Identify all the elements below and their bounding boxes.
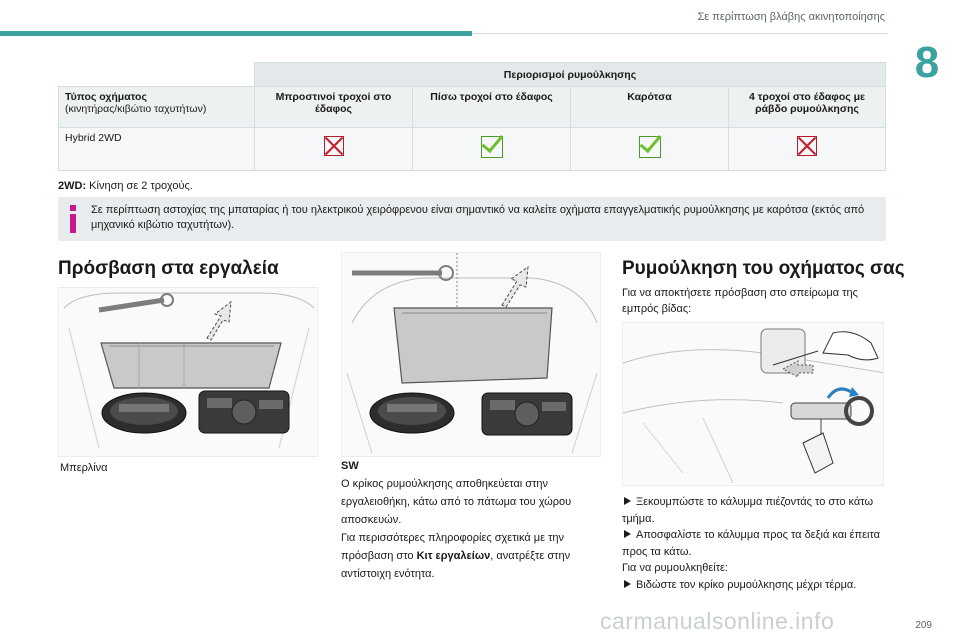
- tow-eye-illustration: [622, 322, 884, 486]
- sw-boot-illustration: [341, 252, 601, 457]
- column-header-front-wheels: Μπροστινοί τροχοί στο έδαφος: [254, 86, 413, 128]
- sw-description: SW Ο κρίκος ρυμούλκησης αποθηκεύεται στη…: [341, 457, 591, 583]
- info-text: Σε περίπτωση αστοχίας της μπαταρίας ή το…: [91, 204, 865, 231]
- table-group-header: Περιορισμοί ρυμούλκησης: [254, 62, 886, 87]
- towing-restrictions-table: Περιορισμοί ρυμούλκησης Τύπος οχήματος (…: [58, 62, 886, 171]
- chapter-tab: 8: [894, 33, 960, 93]
- towing-note: Για να ρυμουλκηθείτε:: [622, 562, 728, 574]
- column-header-flatbed: Καρότσα: [570, 86, 729, 128]
- table-row: Hybrid 2WD: [58, 127, 886, 171]
- running-header: Σε περίπτωση βλάβης ακινητοποίησης: [697, 11, 886, 23]
- sw-text: Ο κρίκος ρυμούλκησης αποθηκεύεται στην ε…: [341, 478, 572, 526]
- check-icon: [480, 136, 503, 158]
- check-icon: [638, 136, 661, 158]
- header-rule: [472, 33, 888, 34]
- step-item: Βιδώστε τον κρίκο ρυμούλκησης μέχρι τέρμ…: [622, 577, 884, 594]
- arrow-right-icon: [624, 530, 631, 538]
- x-icon: [323, 136, 344, 156]
- step-text: Βιδώστε τον κρίκο ρυμούλκησης μέχρι τέρμ…: [636, 578, 857, 591]
- section-title-tools: Πρόσβαση στα εργαλεία: [58, 258, 279, 279]
- header-accent-bar: [0, 31, 472, 36]
- vehicle-type-cell: Hybrid 2WD: [58, 127, 255, 171]
- table-cell: [254, 127, 413, 171]
- info-icon: [68, 205, 78, 233]
- sw-more-info: Για περισσότερες πληροφορίες σχετικά με …: [341, 532, 565, 562]
- sedan-boot-illustration: [58, 287, 318, 457]
- table-cell: [412, 127, 571, 171]
- column-header-rear-wheels: Πίσω τροχοί στο έδαφος: [412, 86, 571, 128]
- footnote: 2WD: Κίνηση σε 2 τροχούς.: [58, 180, 193, 192]
- step-text: Αποσφαλίστε το κάλυμμα προς τα δεξιά και…: [622, 529, 880, 558]
- watermark: carmanualsonline.info: [600, 608, 835, 634]
- step-item: Ξεκουμπώστε το κάλυμμα πιέζοντάς το στο …: [622, 494, 884, 527]
- table-corner-cell: [58, 62, 255, 87]
- section-title-towing: Ρυμούλκηση του οχήματος σας: [622, 258, 905, 279]
- table-cell: [728, 127, 886, 171]
- page-number: 209: [915, 620, 932, 631]
- arrow-right-icon: [624, 579, 631, 588]
- towing-intro: Για να αποκτήσετε πρόσβαση στο σπείρωμα …: [622, 287, 858, 315]
- arrow-right-icon: [624, 497, 631, 505]
- sw-more-info-end: , ανατρέξτε στην αντίστοιχη ενότητα.: [341, 550, 571, 580]
- footnote-text: Κίνηση σε 2 τροχούς.: [86, 180, 193, 192]
- table-cell: [570, 127, 729, 171]
- vehicle-type-label: Τύπος οχήματος: [65, 91, 147, 103]
- vehicle-type-sublabel: (κινητήρας/κιβώτιο ταχυτήτων): [65, 103, 207, 115]
- vehicle-type-header: Τύπος οχήματος (κινητήρας/κιβώτιο ταχυτή…: [58, 86, 255, 128]
- caption-sedan: Μπερλίνα: [60, 462, 108, 474]
- x-icon: [797, 136, 817, 156]
- step-item: Αποσφαλίστε το κάλυμμα προς τα δεξιά και…: [622, 527, 884, 560]
- info-box: Σε περίπτωση αστοχίας της μπαταρίας ή το…: [58, 197, 886, 241]
- sw-title: SW: [341, 460, 359, 472]
- chapter-number: 8: [914, 38, 940, 87]
- tool-kit-link[interactable]: Κιτ εργαλείων: [416, 550, 491, 562]
- towing-steps: Ξεκουμπώστε το κάλυμμα πιέζοντάς το στο …: [622, 494, 884, 593]
- step-text: Ξεκουμπώστε το κάλυμμα πιέζοντάς το στο …: [622, 496, 874, 525]
- footnote-term: 2WD:: [58, 180, 87, 192]
- column-header-four-wheels-tow-bar: 4 τροχοί στο έδαφος με ράβδο ρυμούλκησης: [728, 86, 886, 128]
